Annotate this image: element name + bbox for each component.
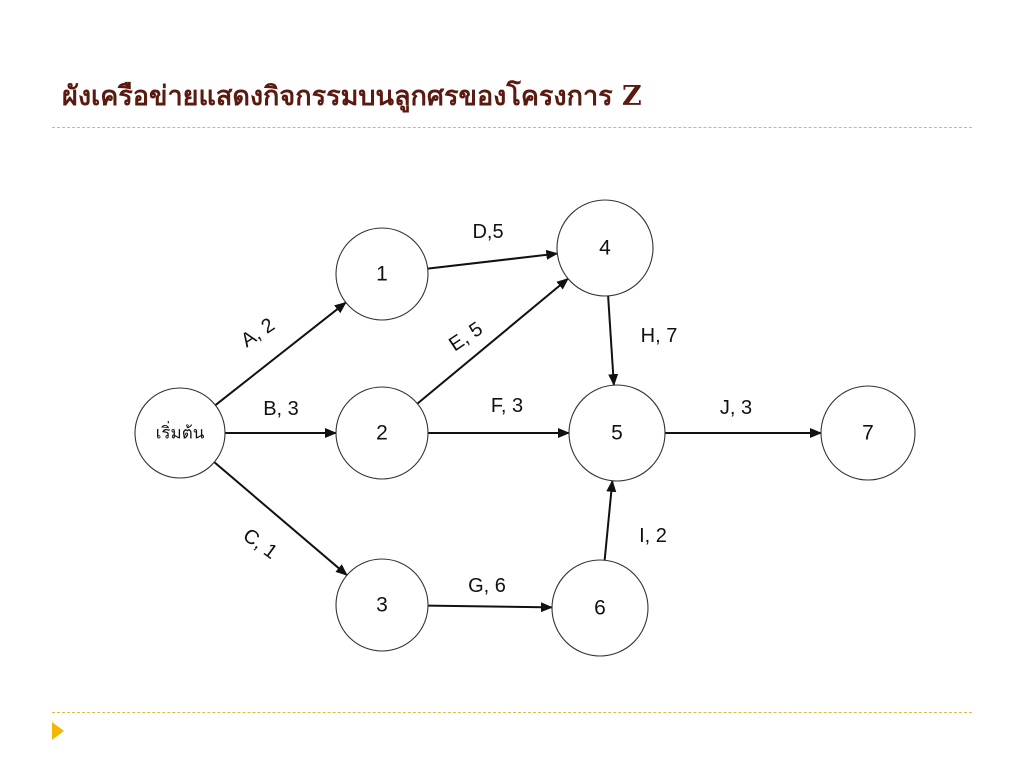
node-circle-n3 <box>335 558 429 652</box>
node-label-n3: 3 <box>376 594 388 617</box>
triangle-bullet-icon <box>52 722 64 740</box>
edge-label-h: H, 7 <box>641 325 678 347</box>
slide-title: ผังเครือข่ายแสดงกิจกรรมบนลูกศรของโครงการ… <box>62 81 642 112</box>
edge-arrow-d <box>427 249 559 270</box>
node-circle-n1 <box>335 227 429 321</box>
node-label-n2: 2 <box>376 422 388 445</box>
footer-divider <box>52 712 972 713</box>
node-circle-n2 <box>335 386 429 480</box>
edge-label-b: B, 3 <box>263 398 299 420</box>
edge-arrow-e <box>416 277 569 405</box>
edge-arrow-h <box>607 295 619 387</box>
edge-label-f: F, 3 <box>491 395 523 417</box>
edge-arrow-a <box>214 301 347 406</box>
node-circle-n7 <box>820 385 916 481</box>
edge-label-i: I, 2 <box>639 525 667 547</box>
edge-arrow-i <box>603 479 617 561</box>
node-circle-n6 <box>551 559 649 657</box>
node-circle-n5 <box>568 384 666 482</box>
node-circle-n4 <box>556 199 654 297</box>
edge-label-a: A, 2 <box>237 314 279 352</box>
node-label-n5: 5 <box>611 422 623 445</box>
node-circle-start <box>134 387 226 479</box>
edge-label-c: C, 1 <box>239 524 282 563</box>
edge-label-j: J, 3 <box>720 397 752 419</box>
edge-arrow-g <box>427 602 554 613</box>
node-label-n7: 7 <box>862 422 874 445</box>
node-label-n4: 4 <box>599 237 611 260</box>
node-label-n1: 1 <box>376 263 388 286</box>
node-label-n6: 6 <box>594 597 606 620</box>
node-label-start: เริ่มต้น <box>156 421 205 443</box>
edge-arrow-c <box>213 461 348 576</box>
edge-label-g: G, 6 <box>468 575 506 597</box>
title-divider <box>52 127 972 128</box>
edge-label-d: D,5 <box>472 221 503 243</box>
